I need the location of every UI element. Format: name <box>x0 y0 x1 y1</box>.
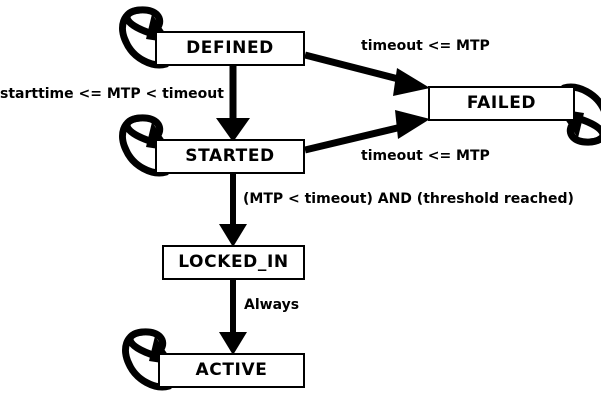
state-started[interactable]: STARTED <box>155 139 305 174</box>
edge-locked-in-to-active <box>219 280 247 355</box>
state-active-label: ACTIVE <box>195 360 268 380</box>
edge-label-starttime-mtp-timeout: starttime <= MTP < timeout <box>0 86 224 102</box>
state-locked-in[interactable]: LOCKED_IN <box>162 245 305 280</box>
edge-label-timeout-mtp-top: timeout <= MTP <box>361 38 490 54</box>
edge-label-mtp-threshold: (MTP < timeout) AND (threshold reached) <box>243 191 574 207</box>
edge-defined-to-failed <box>304 51 430 96</box>
state-defined[interactable]: DEFINED <box>155 31 305 66</box>
edge-defined-to-started <box>216 66 250 142</box>
state-failed-label: FAILED <box>466 93 537 113</box>
state-failed[interactable]: FAILED <box>428 86 575 121</box>
edge-label-always: Always <box>244 297 300 313</box>
edge-label-timeout-mtp-bottom: timeout <= MTP <box>361 148 490 164</box>
state-active[interactable]: ACTIVE <box>158 353 305 388</box>
edge-started-to-locked-in <box>219 174 247 247</box>
edge-started-to-failed <box>304 110 430 154</box>
state-locked-in-label: LOCKED_IN <box>178 252 289 272</box>
state-started-label: STARTED <box>185 146 275 166</box>
state-defined-label: DEFINED <box>186 38 274 58</box>
